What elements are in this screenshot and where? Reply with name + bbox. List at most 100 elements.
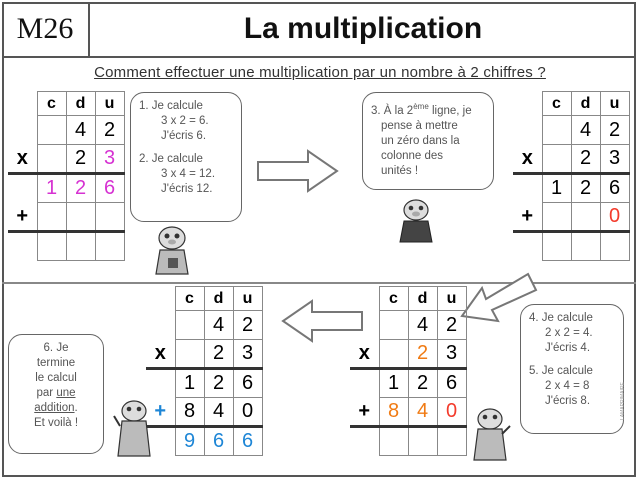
bubble-step1: 1. Je calcule 3 x 2 = 6. J'écris 6. 2. J… xyxy=(130,92,242,222)
cell xyxy=(94,231,125,261)
cell xyxy=(174,339,205,370)
cell xyxy=(36,144,67,175)
cell: 1 xyxy=(36,173,67,203)
times-sign: x xyxy=(350,339,379,370)
col-u-header: u xyxy=(232,286,263,311)
cell: 0 xyxy=(436,397,467,428)
cell: 3 xyxy=(94,144,125,175)
col-u-header: u xyxy=(94,91,125,116)
cell: 4 xyxy=(203,397,234,428)
cell: 4 xyxy=(570,115,601,145)
cell: 4 xyxy=(407,397,438,428)
col-c-header: c xyxy=(378,286,409,311)
col-c-header: c xyxy=(36,91,67,116)
cell xyxy=(65,231,96,261)
col-d-header: d xyxy=(407,286,438,311)
cell: 2 xyxy=(570,144,601,175)
col-u-header: u xyxy=(599,91,630,116)
plus-sign: + xyxy=(513,202,542,233)
cell: 2 xyxy=(570,173,601,203)
page-title: La multiplication xyxy=(90,2,636,58)
cell xyxy=(174,310,205,340)
col-d-header: d xyxy=(203,286,234,311)
arrow-left-icon xyxy=(281,299,363,343)
cell: 6 xyxy=(94,173,125,203)
cell: 0 xyxy=(232,397,263,428)
character-illustration xyxy=(399,199,433,243)
arrow-down-left-icon xyxy=(460,272,538,323)
cell xyxy=(36,115,67,145)
col-c-header: c xyxy=(174,286,205,311)
cell xyxy=(570,202,601,233)
cell: 3 xyxy=(599,144,630,175)
cell xyxy=(36,231,67,261)
cell: 2 xyxy=(599,115,630,145)
cell: 4 xyxy=(407,310,438,340)
cell xyxy=(541,115,572,145)
cell: 8 xyxy=(174,397,205,428)
cell: 6 xyxy=(203,426,234,456)
cell: 6 xyxy=(232,368,263,398)
cell: 2 xyxy=(65,173,96,203)
cell xyxy=(407,426,438,456)
cell xyxy=(570,231,601,261)
cell: 2 xyxy=(65,144,96,175)
cell: 8 xyxy=(378,397,409,428)
plus-sign: + xyxy=(350,397,379,428)
section-divider xyxy=(2,282,636,284)
cell: 3 xyxy=(436,339,467,370)
cell xyxy=(378,310,409,340)
cell xyxy=(94,202,125,233)
cell xyxy=(378,426,409,456)
cell: 3 xyxy=(232,339,263,370)
col-u-header: u xyxy=(436,286,467,311)
bubble-step6: 6. Je termine le calcul par une addition… xyxy=(8,334,104,454)
cell: 4 xyxy=(203,310,234,340)
lesson-code: M26 xyxy=(2,2,90,58)
cell: 2 xyxy=(203,368,234,398)
times-sign: x xyxy=(513,144,542,175)
cell: 4 xyxy=(65,115,96,145)
cell: 2 xyxy=(436,310,467,340)
plus-sign: + xyxy=(8,202,37,233)
cell xyxy=(599,231,630,261)
times-sign: x xyxy=(146,339,175,370)
plus-sign: + xyxy=(146,397,175,428)
character-illustration xyxy=(155,226,189,275)
cell: 2 xyxy=(407,339,438,370)
cell xyxy=(65,202,96,233)
cell xyxy=(36,202,67,233)
cell xyxy=(541,144,572,175)
cell xyxy=(541,202,572,233)
cell xyxy=(541,231,572,261)
bubble-step3: 3. À la 2ème ligne, je pense à mettre un… xyxy=(362,92,494,190)
cell: 6 xyxy=(599,173,630,203)
cell: 1 xyxy=(378,368,409,398)
cell: 9 xyxy=(174,426,205,456)
bubble-step4: 4. Je calcule 2 x 2 = 4. J'écris 4. 5. J… xyxy=(520,304,624,434)
cell xyxy=(436,426,467,456)
sheet-frame xyxy=(2,2,636,477)
character-illustration xyxy=(473,408,511,461)
cell: 2 xyxy=(407,368,438,398)
cell: 6 xyxy=(232,426,263,456)
col-d-header: d xyxy=(65,91,96,116)
col-c-header: c xyxy=(541,91,572,116)
arrow-right-icon xyxy=(257,149,339,193)
times-sign: x xyxy=(8,144,37,175)
cell: 2 xyxy=(203,339,234,370)
credit-text: LAMAPRIMAIRE xyxy=(620,382,626,420)
cell: 6 xyxy=(436,368,467,398)
col-d-header: d xyxy=(570,91,601,116)
cell: 2 xyxy=(94,115,125,145)
cell: 1 xyxy=(541,173,572,203)
cell xyxy=(378,339,409,370)
cell: 1 xyxy=(174,368,205,398)
character-illustration xyxy=(113,400,151,457)
cell: 0 xyxy=(599,202,630,233)
subtitle-question: Comment effectuer une multiplication par… xyxy=(94,64,546,81)
